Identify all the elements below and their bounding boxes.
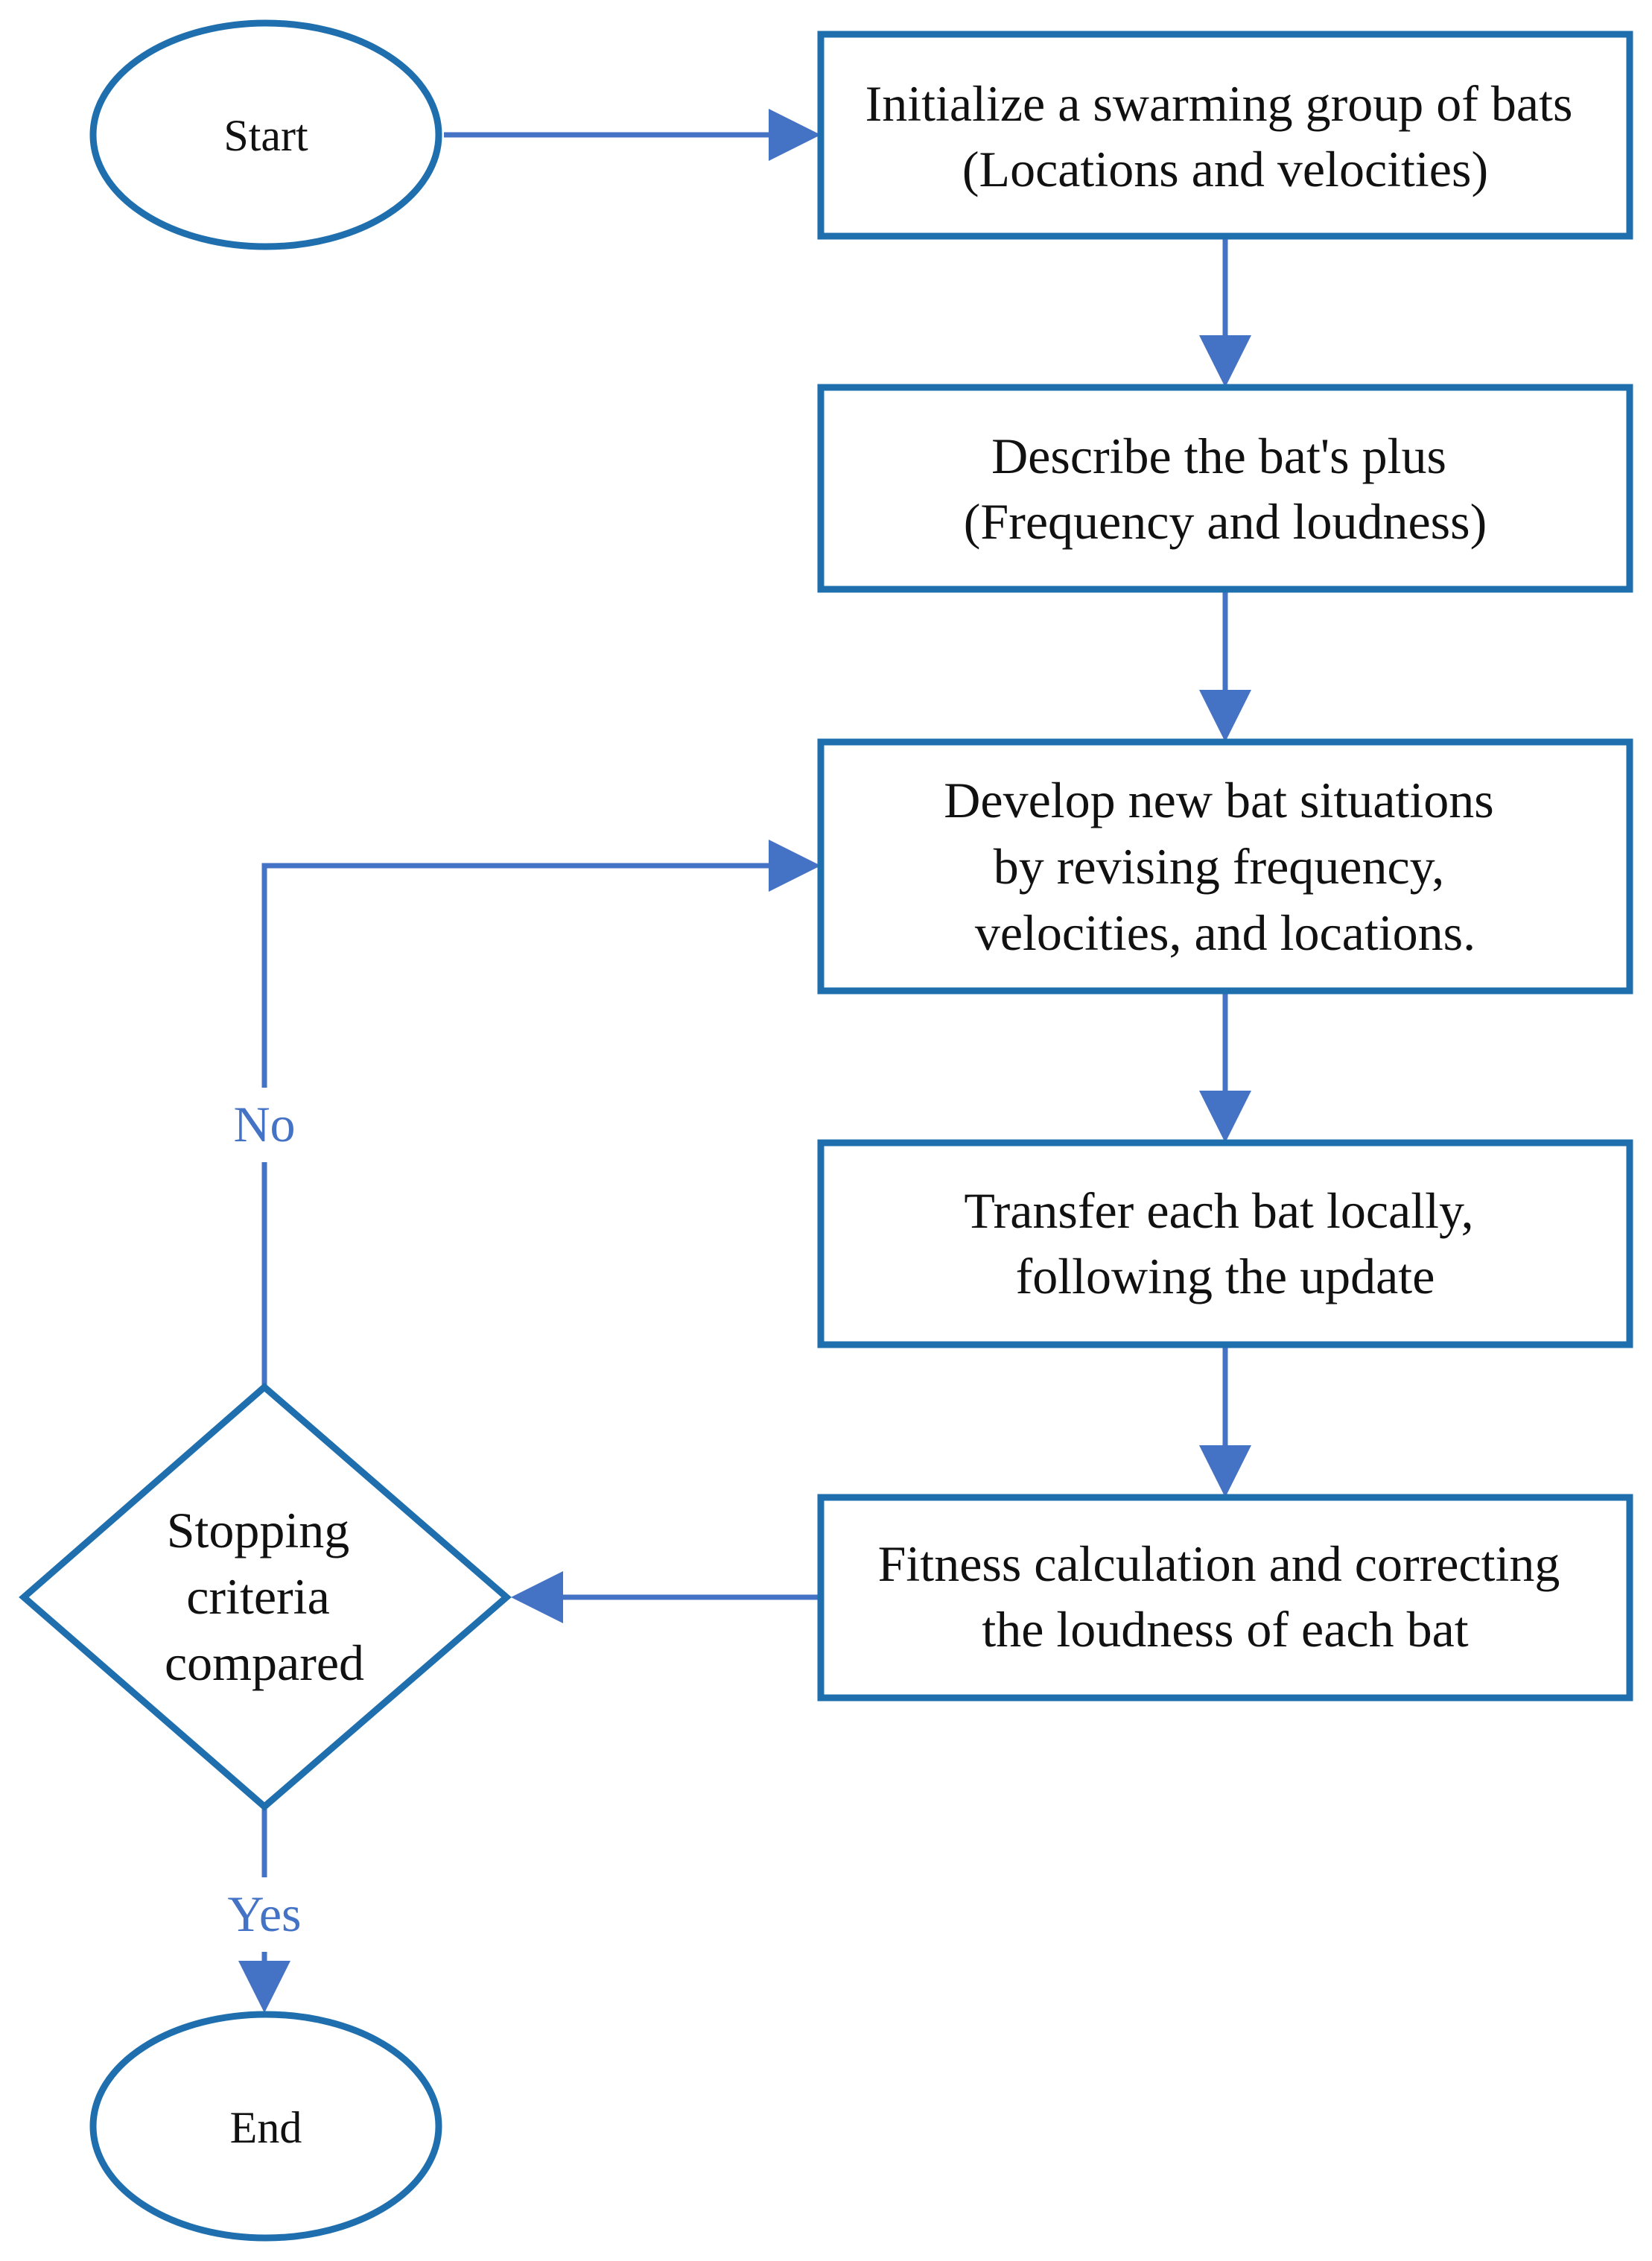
process-fitness: Fitness calculation and correcting the l… — [817, 1494, 1633, 1702]
initialize-box — [817, 31, 1633, 240]
describe-label: Describe the bat's plus (Frequency and l… — [964, 428, 1487, 550]
develop-box — [817, 738, 1633, 995]
no-label-background — [216, 1088, 313, 1162]
fitness-line-1: Fitness calculation and correcting — [878, 1535, 1560, 1592]
transfer-label: Transfer each bat locally, following the… — [964, 1182, 1486, 1304]
fitness-label: Fitness calculation and correcting the l… — [878, 1535, 1573, 1658]
fitness-line-2: the loudness of each bat — [982, 1601, 1468, 1658]
process-develop: Develop new bat situations by revising f… — [817, 738, 1633, 995]
describe-box — [817, 384, 1633, 593]
process-initialize: Initialize a swarming group of bats (Loc… — [817, 31, 1633, 240]
develop-label: Develop new bat situations by revising f… — [944, 772, 1506, 961]
transfer-line-2: following the update — [1016, 1248, 1435, 1304]
decision-diamond — [19, 1383, 512, 1811]
initialize-label: Initialize a swarming group of bats (Loc… — [865, 75, 1586, 197]
describe-line-2: (Frequency and loudness) — [964, 493, 1487, 550]
develop-line-1: Develop new bat situations — [944, 772, 1493, 828]
transfer-box — [817, 1139, 1633, 1348]
connectors — [238, 109, 1251, 2013]
initialize-line-1: Initialize a swarming group of bats — [865, 75, 1573, 132]
start-label: Start — [223, 111, 308, 160]
end-terminal: End — [89, 2011, 442, 2242]
yes-branch-label: Yes — [228, 1886, 302, 1942]
initialize-line-2: (Locations and velocities) — [962, 141, 1488, 197]
no-branch-label: No — [233, 1096, 295, 1152]
decision-stopping-criteria: Stopping criteria compared — [19, 1383, 512, 1811]
decision-line-1: Stopping — [167, 1502, 350, 1558]
end-ellipse — [89, 2011, 442, 2242]
process-transfer: Transfer each bat locally, following the… — [817, 1139, 1633, 1348]
develop-line-2: by revising frequency, — [994, 838, 1445, 895]
describe-line-1: Describe the bat's plus — [991, 428, 1446, 484]
transfer-line-1: Transfer each bat locally, — [964, 1182, 1473, 1239]
fitness-box — [817, 1494, 1633, 1702]
yes-label-background — [209, 1877, 320, 1952]
start-ellipse — [89, 19, 442, 250]
process-describe: Describe the bat's plus (Frequency and l… — [817, 384, 1633, 593]
develop-line-3: velocities, and locations. — [975, 904, 1475, 961]
decision-line-3: compared — [165, 1634, 364, 1691]
decision-label: Stopping criteria compared — [165, 1502, 364, 1691]
start-terminal: Start — [89, 19, 442, 250]
connector-decision-no-to-develop — [261, 840, 821, 1387]
end-label: End — [230, 2103, 302, 2152]
decision-line-2: criteria — [186, 1568, 330, 1625]
